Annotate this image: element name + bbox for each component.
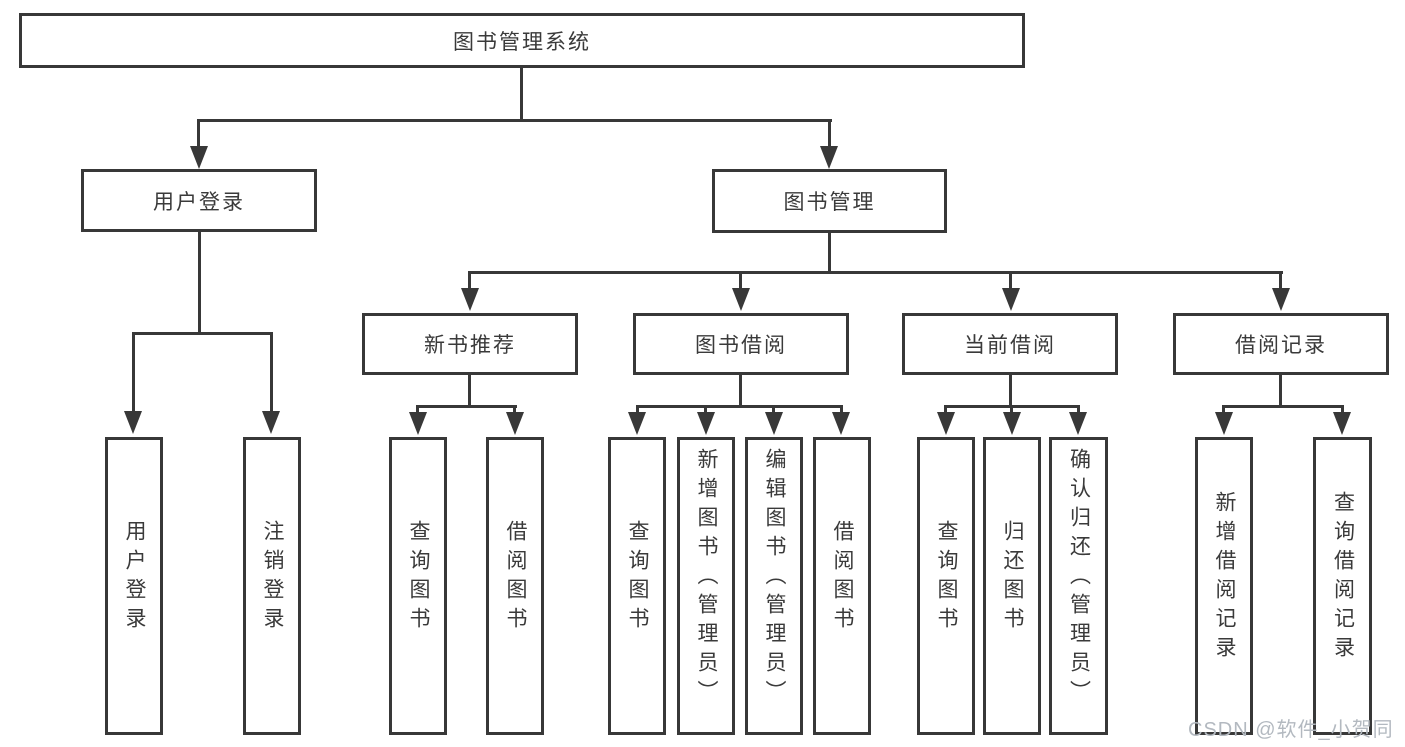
connector-newbook-vertical	[468, 375, 471, 408]
connector-currentborrow-vertical	[1009, 375, 1012, 408]
node-new-book-recommend: 新书推荐	[362, 313, 578, 375]
connector-stem-book-management	[828, 119, 831, 151]
leaf-current-query-books: 查询图书	[917, 437, 975, 735]
leaf-newbook-query-books: 查询图书	[389, 437, 447, 735]
node-book-borrow: 图书借阅	[633, 313, 849, 375]
connector-stem-user-login	[197, 119, 200, 151]
connector-stem-leaf	[944, 405, 947, 415]
connector-stem-leaf	[772, 405, 775, 415]
leaf-logout: 注销登录	[243, 437, 301, 735]
arrow-down-icon	[1069, 412, 1087, 435]
node-root-library-system: 图书管理系统	[19, 13, 1025, 68]
leaf-borrow-edit-books-admin: 编辑图书（管理员）	[745, 437, 803, 735]
connector-stem-leaf	[416, 405, 419, 415]
arrow-down-icon	[765, 412, 783, 435]
arrow-down-icon	[262, 411, 280, 434]
connector-stem-leaf	[513, 405, 516, 415]
leaf-current-return-books: 归还图书	[983, 437, 1041, 735]
leaf-borrow-borrow-books: 借阅图书	[813, 437, 871, 735]
arrow-down-icon	[506, 412, 524, 435]
arrow-down-icon	[820, 146, 838, 169]
connector-borrowrecord-vertical	[1279, 375, 1282, 408]
connector-level1-horizontal	[197, 119, 832, 122]
leaf-current-confirm-return-admin: 确认归还（管理员）	[1049, 437, 1108, 735]
connector-stem-leaf	[1341, 405, 1344, 415]
connector-stem-leaf	[840, 405, 843, 415]
connector-bookmgmt-vertical	[828, 233, 831, 274]
arrow-down-icon	[832, 412, 850, 435]
arrow-down-icon	[190, 146, 208, 169]
node-book-management: 图书管理	[712, 169, 947, 233]
leaf-newbook-borrow-books: 借阅图书	[486, 437, 544, 735]
connector-borrowrecord-horizontal	[1222, 405, 1344, 408]
leaf-record-query-borrow-record: 查询借阅记录	[1313, 437, 1372, 735]
connector-root-vertical	[520, 68, 523, 122]
connector-bookborrow-horizontal	[636, 405, 843, 408]
connector-stem-leaf	[704, 405, 707, 415]
connector-bookborrow-vertical	[739, 375, 742, 408]
connector-stem-leaf	[1010, 405, 1013, 415]
connector-stem-leaf	[1222, 405, 1225, 415]
connector-stem-currentborrow	[1009, 271, 1012, 291]
arrow-down-icon	[732, 288, 750, 311]
connector-stem-leaf	[270, 332, 273, 413]
arrow-down-icon	[124, 411, 142, 434]
connector-stem-leaf	[132, 332, 135, 413]
arrow-down-icon	[937, 412, 955, 435]
arrow-down-icon	[1272, 288, 1290, 311]
node-current-borrow: 当前借阅	[902, 313, 1118, 375]
connector-userlogin-vertical	[198, 232, 201, 335]
leaf-borrow-query-books: 查询图书	[608, 437, 666, 735]
leaf-borrow-add-books-admin: 新增图书（管理员）	[677, 437, 735, 735]
connector-stem-borrowrecord	[1279, 271, 1282, 291]
connector-stem-leaf	[1077, 405, 1080, 415]
arrow-down-icon	[697, 412, 715, 435]
arrow-down-icon	[1333, 412, 1351, 435]
node-borrow-record: 借阅记录	[1173, 313, 1389, 375]
connector-newbook-horizontal	[416, 405, 517, 408]
arrow-down-icon	[1002, 288, 1020, 311]
csdn-watermark: CSDN @软件_小贺同学	[1188, 719, 1394, 741]
leaf-record-add-borrow-record: 新增借阅记录	[1195, 437, 1253, 735]
arrow-down-icon	[1215, 412, 1233, 435]
leaf-user-login: 用户登录	[105, 437, 163, 735]
connector-level3-horizontal	[468, 271, 1283, 274]
arrow-down-icon	[409, 412, 427, 435]
arrow-down-icon	[628, 412, 646, 435]
arrow-down-icon	[1003, 412, 1021, 435]
arrow-down-icon	[461, 288, 479, 311]
connector-userlogin-horizontal	[132, 332, 273, 335]
connector-stem-newbook	[468, 271, 471, 291]
connector-stem-leaf	[636, 405, 639, 415]
node-user-login: 用户登录	[81, 169, 317, 232]
connector-stem-bookborrow	[739, 271, 742, 291]
